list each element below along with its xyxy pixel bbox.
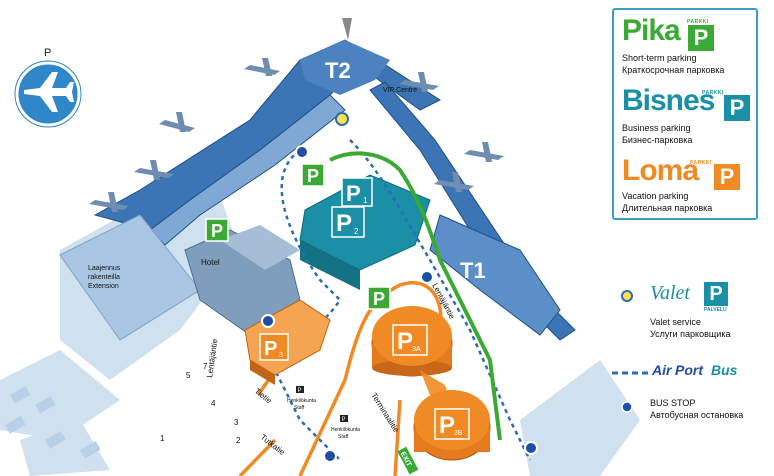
pika-p-icon: P (688, 25, 714, 51)
svg-text:2: 2 (236, 436, 241, 445)
svg-text:P: P (211, 221, 223, 241)
p3-sign: P 3 (259, 333, 289, 361)
p1-sign: P 1 (341, 177, 373, 207)
bus-stop-en: BUS STOP (650, 398, 696, 408)
svg-text:3: 3 (234, 418, 239, 427)
valet-brand: Valet (650, 282, 690, 304)
pika-route (329, 151, 502, 441)
valet-p-icon: P (704, 282, 728, 306)
staff-parking-1: P Henkilökunta Staff (287, 386, 316, 411)
svg-text:Staff: Staff (338, 434, 349, 440)
loma-p-icon: P (714, 164, 740, 190)
road-terminaalitie: Terminaalitie (369, 391, 401, 434)
airport-sign: P (14, 47, 82, 128)
bus-brand-air: Air (652, 362, 672, 378)
valet-point (335, 112, 349, 126)
loma-small: PARKKI (690, 160, 712, 166)
terminal-1-building: T1 VIP Centre (369, 81, 576, 341)
svg-text:P: P (264, 338, 277, 360)
bus-route-icon (612, 371, 652, 375)
bus-stop-icon (295, 145, 309, 159)
terminal-2-label: T2 (325, 58, 351, 83)
bus-stop-icon (621, 401, 633, 413)
valet-parking-icon (621, 290, 633, 302)
svg-text:Staff: Staff (294, 405, 305, 411)
airport-bus-legend: Air Port Bus (612, 362, 772, 386)
svg-text:P: P (298, 388, 302, 394)
svg-text:P: P (397, 328, 413, 355)
svg-text:7: 7 (203, 362, 208, 371)
pika-sign-garage: P (367, 286, 391, 310)
svg-text:4: 4 (211, 399, 216, 408)
bisnes-brand: Bisnes (622, 84, 715, 117)
p2-sign: P 2 (331, 206, 365, 238)
bus-stop-icon (524, 441, 538, 455)
svg-text:P: P (342, 417, 346, 423)
svg-text:P: P (373, 289, 385, 309)
pika-brand: Pika (622, 14, 681, 47)
terminal-1-label: T1 (460, 258, 486, 283)
valet-en: Valet service (650, 317, 701, 327)
svg-text:P: P (439, 412, 455, 439)
p1-p2-structure (299, 174, 431, 290)
valet-ru: Услуги парковщика (650, 329, 731, 339)
staff-parking-2: P Henkilökunta Staff (331, 415, 360, 440)
extension-en-label: Extension (88, 283, 119, 290)
svg-text:Henkilökunta: Henkilökunta (287, 398, 316, 404)
bus-stop-legend: BUS STOP Автобусная остановка (620, 398, 770, 428)
road-tietie: Tietie (253, 386, 274, 405)
svg-text:3A: 3A (412, 346, 421, 353)
bisnes-p-icon: P (724, 95, 750, 121)
pika-ru: Краткосрочная парковка (622, 65, 725, 75)
bisnes-en: Business parking (622, 123, 691, 133)
parking-legend: Pika PARKKI P Short-term parking Краткос… (612, 8, 758, 220)
pika-sign-hotel: P (205, 218, 229, 242)
loma-ru: Длительная парковка (622, 203, 713, 213)
bisnes-small: PARKKI (702, 90, 724, 96)
bus-stop-icon (261, 314, 275, 328)
bisnes-ru: Бизнес-парковка (622, 135, 693, 145)
pika-en: Short-term parking (622, 53, 697, 63)
svg-text:5: 5 (186, 371, 191, 380)
valet-legend: Valet P PALVELU Valet service Услуги пар… (620, 282, 770, 352)
svg-text:3B: 3B (454, 430, 463, 437)
bus-stop-icon (420, 270, 434, 284)
svg-text:3: 3 (279, 352, 283, 359)
road-lentajantie-left: Lentäjäntie (205, 338, 219, 379)
p3b-sign: P 3B (434, 408, 470, 440)
gate-numbers: 7 5 4 3 2 1 (160, 362, 241, 445)
hotel-label: Hotel (201, 258, 220, 267)
svg-text:P: P (307, 166, 319, 186)
airport-sign-label: P (44, 47, 51, 59)
bus-brand-bus: Bus (711, 362, 738, 378)
p3a-sign: P 3A (392, 324, 428, 356)
hotel-building: Hotel (184, 225, 301, 336)
bus-stop-ru: Автобусная остановка (650, 410, 744, 420)
pika-sign-top: P (301, 163, 325, 187)
airplane-icon (24, 72, 74, 112)
pika-small: PARKKI (687, 19, 709, 25)
bus-stop-markers (261, 145, 538, 463)
valet-small: PALVELU (704, 307, 727, 313)
svg-text:Henkilökunta: Henkilökunta (331, 427, 360, 433)
ground-tiles (5, 386, 101, 459)
bus-stop-icon (323, 449, 337, 463)
terminal-2-building: T2 (93, 18, 442, 246)
bus-brand-port: Port (675, 362, 703, 378)
loma-en: Vacation parking (622, 191, 689, 201)
aircraft-decor (89, 58, 504, 212)
vip-centre-label: VIP Centre (383, 87, 417, 94)
loma-brand: Loma (622, 154, 699, 187)
svg-text:2: 2 (354, 227, 359, 236)
svg-text:1: 1 (363, 196, 368, 205)
svg-text:P: P (336, 210, 352, 237)
svg-text:1: 1 (160, 434, 165, 443)
svg-text:P: P (346, 181, 361, 206)
